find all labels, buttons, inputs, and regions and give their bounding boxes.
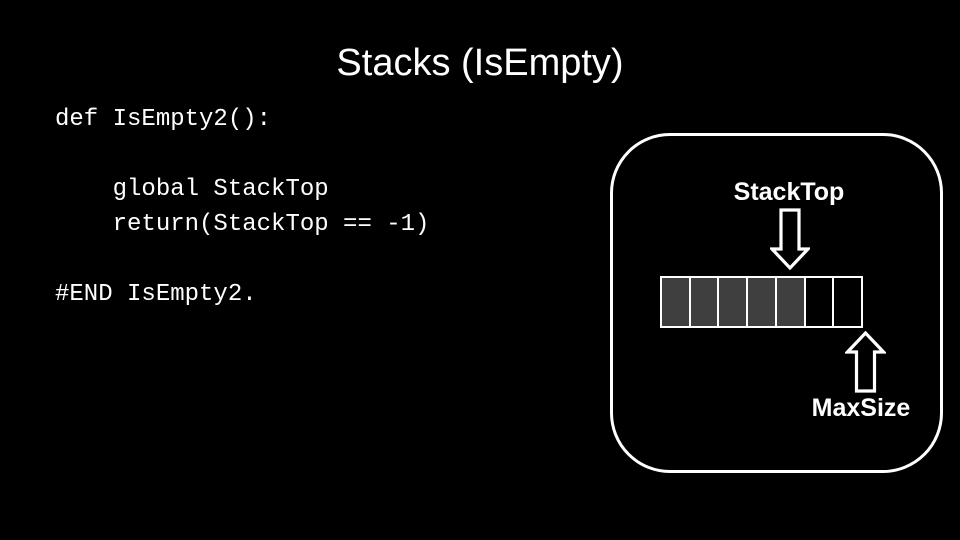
stack-cell-filled bbox=[748, 278, 777, 326]
code-block: def IsEmpty2(): global StackTop return(S… bbox=[55, 102, 429, 312]
up-arrow-icon bbox=[845, 331, 886, 393]
stack-top-label: StackTop bbox=[733, 178, 845, 206]
code-line-global: global StackTop bbox=[55, 176, 329, 203]
stack-cell-empty bbox=[834, 278, 862, 326]
page-title: Stacks (IsEmpty) bbox=[336, 42, 624, 84]
code-line-end: #END IsEmpty2. bbox=[55, 281, 257, 308]
stack-cell-filled bbox=[690, 278, 720, 326]
code-line-blank-1 bbox=[55, 137, 429, 172]
stack-cell-filled bbox=[776, 278, 806, 326]
max-size-label: MaxSize bbox=[811, 394, 911, 422]
diagram-panel bbox=[610, 133, 943, 473]
stack-array bbox=[660, 276, 863, 328]
stack-cell-filled bbox=[719, 278, 749, 326]
code-line-def: def IsEmpty2(): bbox=[55, 106, 272, 133]
stack-cell-filled bbox=[662, 278, 691, 326]
code-line-return: return(StackTop == -1) bbox=[55, 211, 430, 238]
code-line-blank-2 bbox=[55, 242, 429, 277]
stack-cell-empty bbox=[805, 278, 835, 326]
down-arrow-icon bbox=[770, 208, 810, 270]
